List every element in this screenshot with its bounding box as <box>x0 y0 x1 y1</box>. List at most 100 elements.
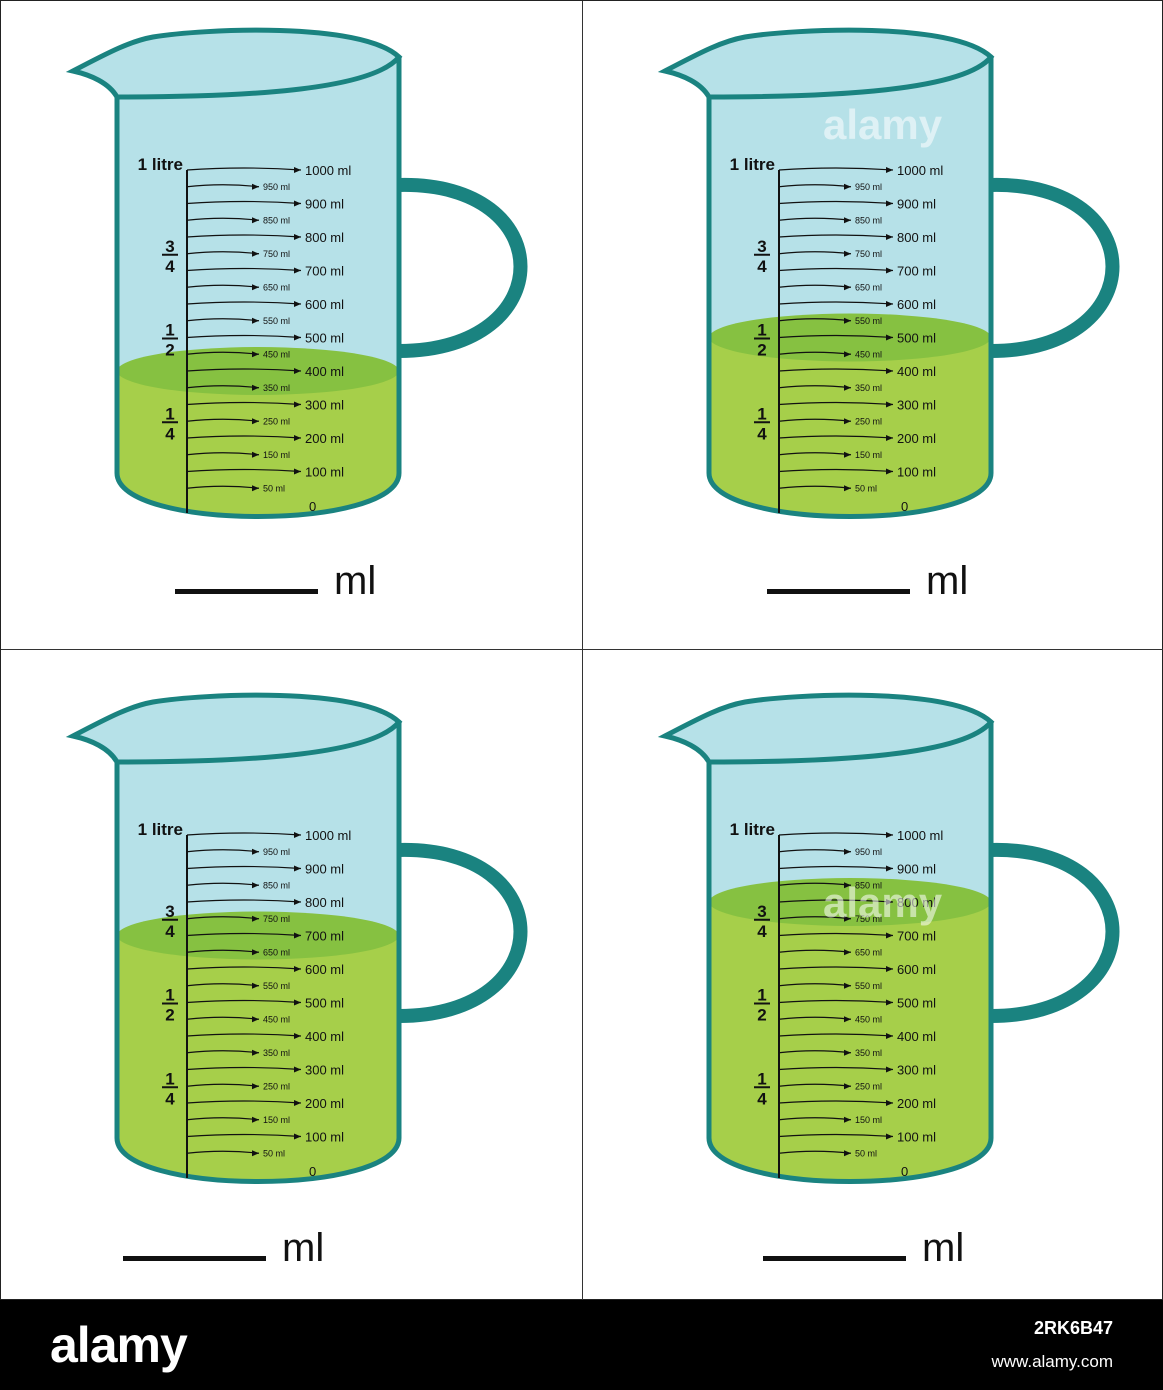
tick-arrow <box>844 1116 851 1123</box>
liquid-group <box>117 347 399 517</box>
answer-blank[interactable]: ml <box>175 561 376 601</box>
scale-tick <box>778 468 894 473</box>
scale-label: 500 ml <box>305 331 344 346</box>
tick-arrow <box>252 250 259 257</box>
liquid <box>117 935 399 1182</box>
scale-label: 100 ml <box>897 1130 936 1145</box>
fraction-numerator: 1 <box>165 1069 174 1088</box>
scale-tick <box>186 932 302 937</box>
tick-arrow <box>294 401 301 408</box>
answer-blank[interactable]: ml <box>767 561 968 601</box>
scale-tick <box>778 167 894 171</box>
scale-tick <box>186 966 302 970</box>
scale-label: 800 ml <box>897 895 936 910</box>
scale-label: 850 ml <box>855 880 882 890</box>
scale-label: 850 ml <box>263 880 290 890</box>
scale-label: 950 ml <box>263 847 290 857</box>
tick-arrow <box>252 217 259 224</box>
scale-tick <box>186 1033 302 1037</box>
scale-tick <box>186 234 302 238</box>
tick-arrow <box>886 999 893 1006</box>
scale-label: 500 ml <box>897 331 936 346</box>
answer-blank[interactable]: ml <box>763 1228 964 1268</box>
tick-arrow <box>252 1049 259 1056</box>
tick-arrow <box>844 1150 851 1157</box>
scale-label: 200 ml <box>305 1096 344 1111</box>
tick-arrow <box>252 1150 259 1157</box>
tick-arrow <box>294 865 301 872</box>
scale-tick <box>186 267 302 272</box>
scale-label: 250 ml <box>855 1081 882 1091</box>
tick-arrow <box>294 1100 301 1106</box>
scale-label: 500 ml <box>897 996 936 1011</box>
tick-arrow <box>844 1016 851 1023</box>
scale-label: 650 ml <box>263 947 290 957</box>
scale-label: 450 ml <box>855 349 882 359</box>
answer-unit: ml <box>926 559 969 603</box>
fraction-numerator: 1 <box>757 986 766 1005</box>
scale-label: 850 ml <box>855 215 882 225</box>
tick-arrow <box>844 351 851 358</box>
scale-tick <box>778 1100 894 1104</box>
scale-label: 700 ml <box>305 929 344 944</box>
answer-blank[interactable]: ml <box>123 1228 324 1268</box>
tick-arrow <box>886 267 893 274</box>
tick-arrow <box>294 234 301 240</box>
scale-label: 800 ml <box>305 230 344 245</box>
scale-tick <box>778 1033 894 1037</box>
scale-label: 250 ml <box>855 416 882 426</box>
scale-label: 400 ml <box>897 364 936 379</box>
scale-tick <box>778 267 894 272</box>
scale-zero-label: 0 <box>901 1164 908 1179</box>
jug-outline <box>706 722 994 1184</box>
scale-label: 900 ml <box>897 197 936 212</box>
scale-tick <box>778 1066 894 1071</box>
scale-zero-label: 0 <box>309 1164 316 1179</box>
tick-arrow <box>294 1066 301 1073</box>
scale-tick <box>186 435 302 439</box>
fraction-denominator: 2 <box>757 341 766 360</box>
jug-handle <box>984 177 1120 358</box>
vertical-divider <box>582 1 583 1301</box>
scale-label: 100 ml <box>897 465 936 480</box>
tick-arrow <box>294 966 301 972</box>
fraction-denominator: 4 <box>165 922 175 941</box>
scale-label: 200 ml <box>897 431 936 446</box>
tick-arrow <box>252 284 259 291</box>
fraction-numerator: 1 <box>165 404 174 423</box>
scale-label: 350 ml <box>263 1048 290 1058</box>
fraction-denominator: 4 <box>165 1089 175 1108</box>
footer-bar: alamy 2RK6B47 www.alamy.com <box>0 1300 1163 1390</box>
tick-arrow <box>294 932 301 939</box>
scale-label: 300 ml <box>305 1063 344 1078</box>
scale-label: 600 ml <box>305 297 344 312</box>
scale-label: 1000 ml <box>897 163 943 178</box>
scale-tick <box>778 368 894 372</box>
tick-arrow <box>294 999 301 1006</box>
scale-label: 650 ml <box>855 282 882 292</box>
scale-label: 50 ml <box>855 1148 877 1158</box>
tick-arrow <box>886 468 893 475</box>
fraction-numerator: 3 <box>165 237 174 256</box>
tick-arrow <box>844 250 851 257</box>
tick-arrow <box>886 368 893 374</box>
answer-unit: ml <box>922 1226 965 1270</box>
jug-outline <box>114 722 402 1184</box>
scale-label: 250 ml <box>263 1081 290 1091</box>
scale-tick <box>186 334 302 339</box>
fraction-denominator: 4 <box>757 424 767 443</box>
scale-label: 900 ml <box>897 862 936 877</box>
scale-label: 600 ml <box>897 297 936 312</box>
fraction-numerator: 3 <box>757 237 766 256</box>
scale-tick <box>186 1133 302 1138</box>
scale-label: 1000 ml <box>305 163 351 178</box>
scale-label: 400 ml <box>305 364 344 379</box>
scale-label: 50 ml <box>855 483 877 493</box>
scale-label: 700 ml <box>897 929 936 944</box>
tick-arrow <box>886 334 893 341</box>
tick-arrow <box>844 485 851 492</box>
scale-label: 500 ml <box>305 996 344 1011</box>
scale-zero-label: 0 <box>309 499 316 514</box>
